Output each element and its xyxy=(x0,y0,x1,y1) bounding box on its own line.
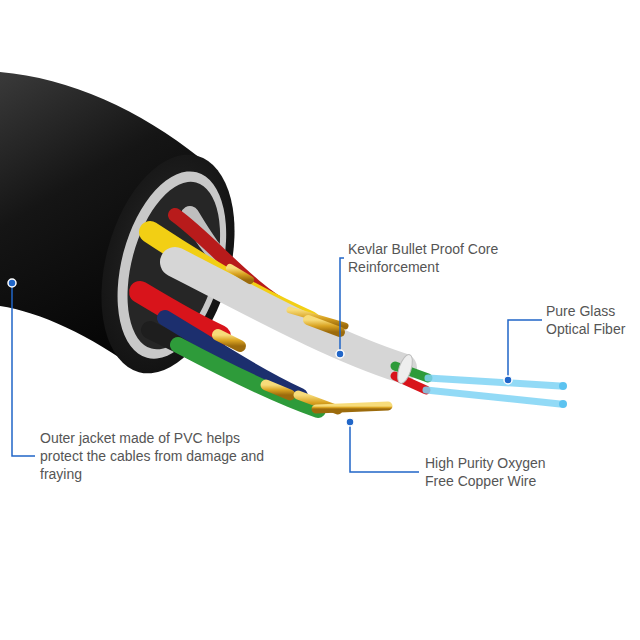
leader-dot xyxy=(8,279,16,287)
wires xyxy=(140,215,560,410)
optical-fiber xyxy=(426,390,560,404)
leader-dot xyxy=(336,350,344,358)
pin xyxy=(308,320,340,332)
leader-line xyxy=(350,422,419,472)
pin xyxy=(218,335,240,346)
leader-dot xyxy=(346,418,354,426)
leader-line xyxy=(508,320,542,378)
callout-label: Outer jacket made of PVC helps protect t… xyxy=(40,429,270,483)
leader-dots xyxy=(8,279,512,426)
leader-dot xyxy=(504,376,512,384)
pin xyxy=(266,385,290,395)
leader-line xyxy=(12,283,35,456)
core-end xyxy=(395,353,416,385)
fiber-end xyxy=(559,382,567,390)
copper-pins xyxy=(218,268,388,410)
leader-line xyxy=(340,258,344,352)
green-wire xyxy=(178,345,318,410)
callout-label: Pure Glass Optical Fiber xyxy=(546,302,636,338)
fiber-ends xyxy=(559,382,567,408)
optical-fiber xyxy=(428,378,560,386)
callout-label: High Purity Oxygen Free Copper Wire xyxy=(425,454,570,490)
fiber-end xyxy=(559,400,567,408)
pin xyxy=(316,406,388,409)
callout-label: Kevlar Bullet Proof Core Reinforcement xyxy=(348,240,523,276)
pin xyxy=(230,268,250,280)
